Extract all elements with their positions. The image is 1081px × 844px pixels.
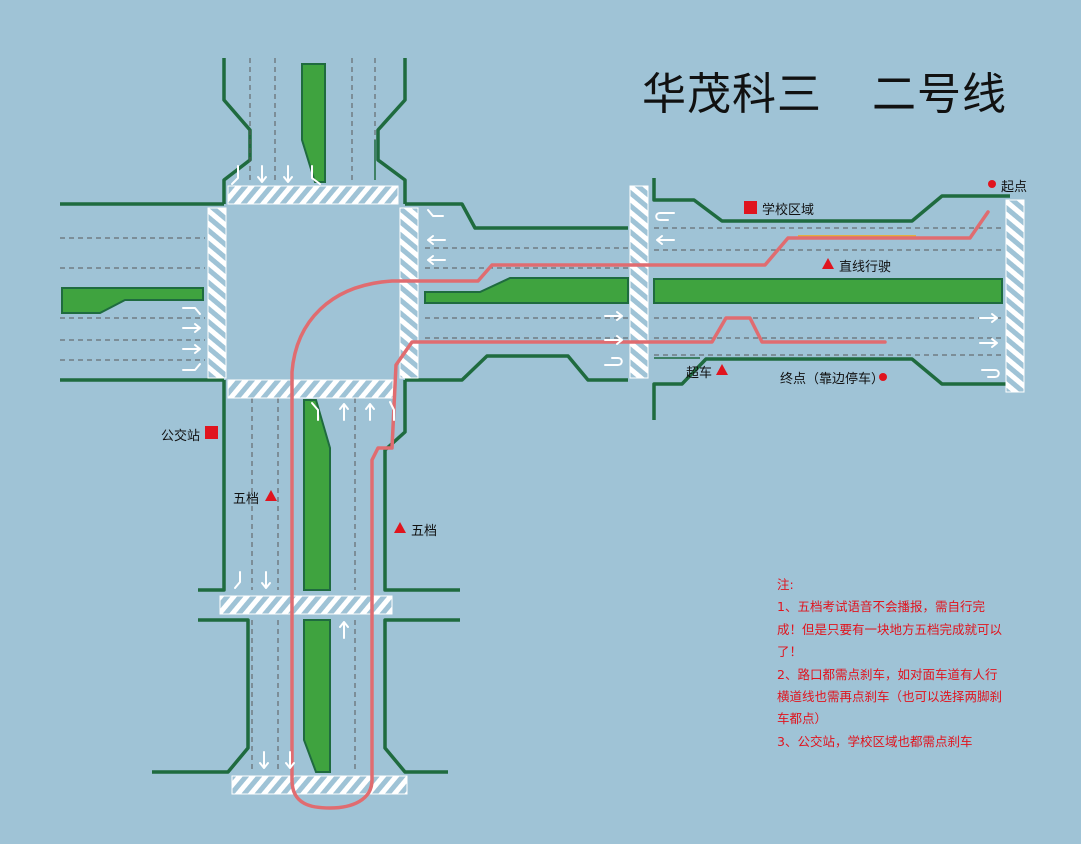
arrow-right-icon [604, 335, 623, 345]
arrow-right-icon [182, 323, 201, 333]
bus-stop-label: 公交站 [161, 429, 201, 444]
turn-left-icon [182, 363, 201, 371]
notes-panel: 注: 1、五档考试语音不会播报，需自行完成！但是只要有一块地方五档完成就可以了！… [777, 574, 1007, 753]
turn-left-icon [427, 209, 444, 217]
straight-driving-label: 直线行驶 [839, 260, 892, 275]
note-item-1: 1、五档考试语音不会播报，需自行完成！但是只要有一块地方五档完成就可以了！ [777, 599, 1003, 660]
start-label: 起点 [1001, 180, 1028, 195]
medians [61, 63, 1003, 773]
note-item-2: 2、路口都需点刹车，如对面车道有人行横道线也需再点刹车（也可以选择两脚刹车都点） [777, 666, 1003, 727]
start-marker [988, 180, 996, 188]
fifth-gear-left-label: 五档 [233, 492, 260, 507]
notes-heading: 注: [777, 577, 794, 592]
lane-dividers [60, 58, 1005, 772]
title-name: 华茂科三 [642, 69, 822, 120]
fifth-gear-left-marker [265, 490, 277, 501]
u-turn-icon [604, 357, 623, 366]
arrow-right-icon [604, 311, 623, 321]
page-title: 华茂科三二号线 [642, 58, 1007, 122]
arrow-right-icon [979, 313, 998, 323]
bus-stop-marker [205, 426, 218, 439]
end-marker [879, 373, 887, 381]
arrow-right-icon [182, 344, 201, 354]
straight-driving-marker [822, 258, 834, 269]
driving-route [290, 210, 990, 810]
arrow-left-icon [656, 235, 675, 245]
arrow-down-icon [259, 751, 269, 769]
arrow-down-icon [285, 751, 295, 769]
arrow-down-icon [257, 165, 267, 183]
turn-left-icon [311, 402, 319, 421]
turn-left-icon [234, 571, 241, 589]
road-arrows [182, 165, 1000, 769]
arrow-left-icon [427, 255, 446, 265]
arrow-down-icon [261, 571, 271, 589]
road-curbs [60, 58, 1010, 774]
u-turn-icon [981, 369, 1000, 378]
overtake-label: 超车 [686, 366, 713, 381]
end-label: 终点（靠边停车） [780, 372, 885, 387]
turn-left-icon [311, 165, 321, 185]
arrow-up-icon [339, 403, 349, 421]
arrow-right-icon [979, 338, 998, 348]
crosswalks [207, 185, 1025, 795]
arrow-up-icon [365, 403, 375, 421]
turn-left-icon [389, 401, 395, 421]
school-zone-marker [744, 201, 757, 214]
school-zone-label: 学校区域 [762, 203, 815, 218]
title-route: 二号线 [872, 69, 1007, 120]
note-item-3: 3、公交站，学校区域也都需点刹车 [777, 733, 973, 749]
arrow-up-icon [339, 621, 349, 639]
arrow-down-icon [283, 165, 293, 183]
fifth-gear-right-label: 五档 [411, 524, 438, 539]
turn-left-icon [182, 307, 201, 315]
arrow-left-icon [427, 235, 446, 245]
solid-guide-lines [374, 140, 700, 359]
turn-left-icon [231, 165, 239, 185]
fifth-gear-right-marker [394, 522, 406, 533]
overtake-marker [716, 364, 728, 375]
u-turn-icon [655, 212, 675, 221]
